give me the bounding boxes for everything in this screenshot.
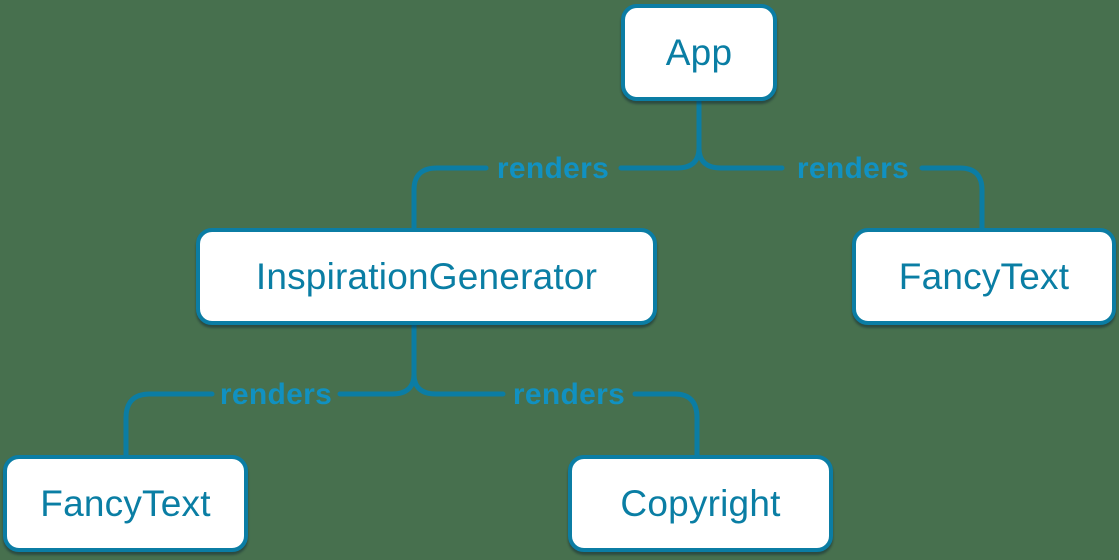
edge-inspirationgenerator-to-fancytext-left-part (123, 391, 215, 458)
edge-inspirationgenerator-to-fancytext-right-part (337, 322, 417, 397)
edge-app-to-fancytext-right-part (919, 165, 985, 231)
edge-label-inspirationgenerator-copyright: renders (512, 378, 626, 411)
edge-inspirationgenerator-to-copyright-right-part (632, 391, 700, 458)
edge-label-app-fancytext: renders (796, 152, 910, 185)
tree-node-app: App (621, 4, 777, 101)
tree-node-fancy-text-bottom: FancyText (3, 455, 248, 552)
edge-label-app-inspirationgenerator: renders (496, 152, 610, 185)
edge-app-to-fancytext-left-part (696, 98, 785, 171)
edge-app-to-inspirationgenerator-right-part (618, 98, 702, 171)
tree-node-copyright: Copyright (568, 455, 833, 552)
edge-inspirationgenerator-to-copyright-left-part (411, 322, 506, 397)
edge-app-to-inspirationgenerator-left-part (411, 165, 489, 231)
edge-label-inspirationgenerator-fancytext: renders (219, 378, 333, 411)
tree-node-fancy-text-top: FancyText (852, 228, 1116, 325)
tree-node-inspiration-generator: InspirationGenerator (196, 228, 657, 325)
